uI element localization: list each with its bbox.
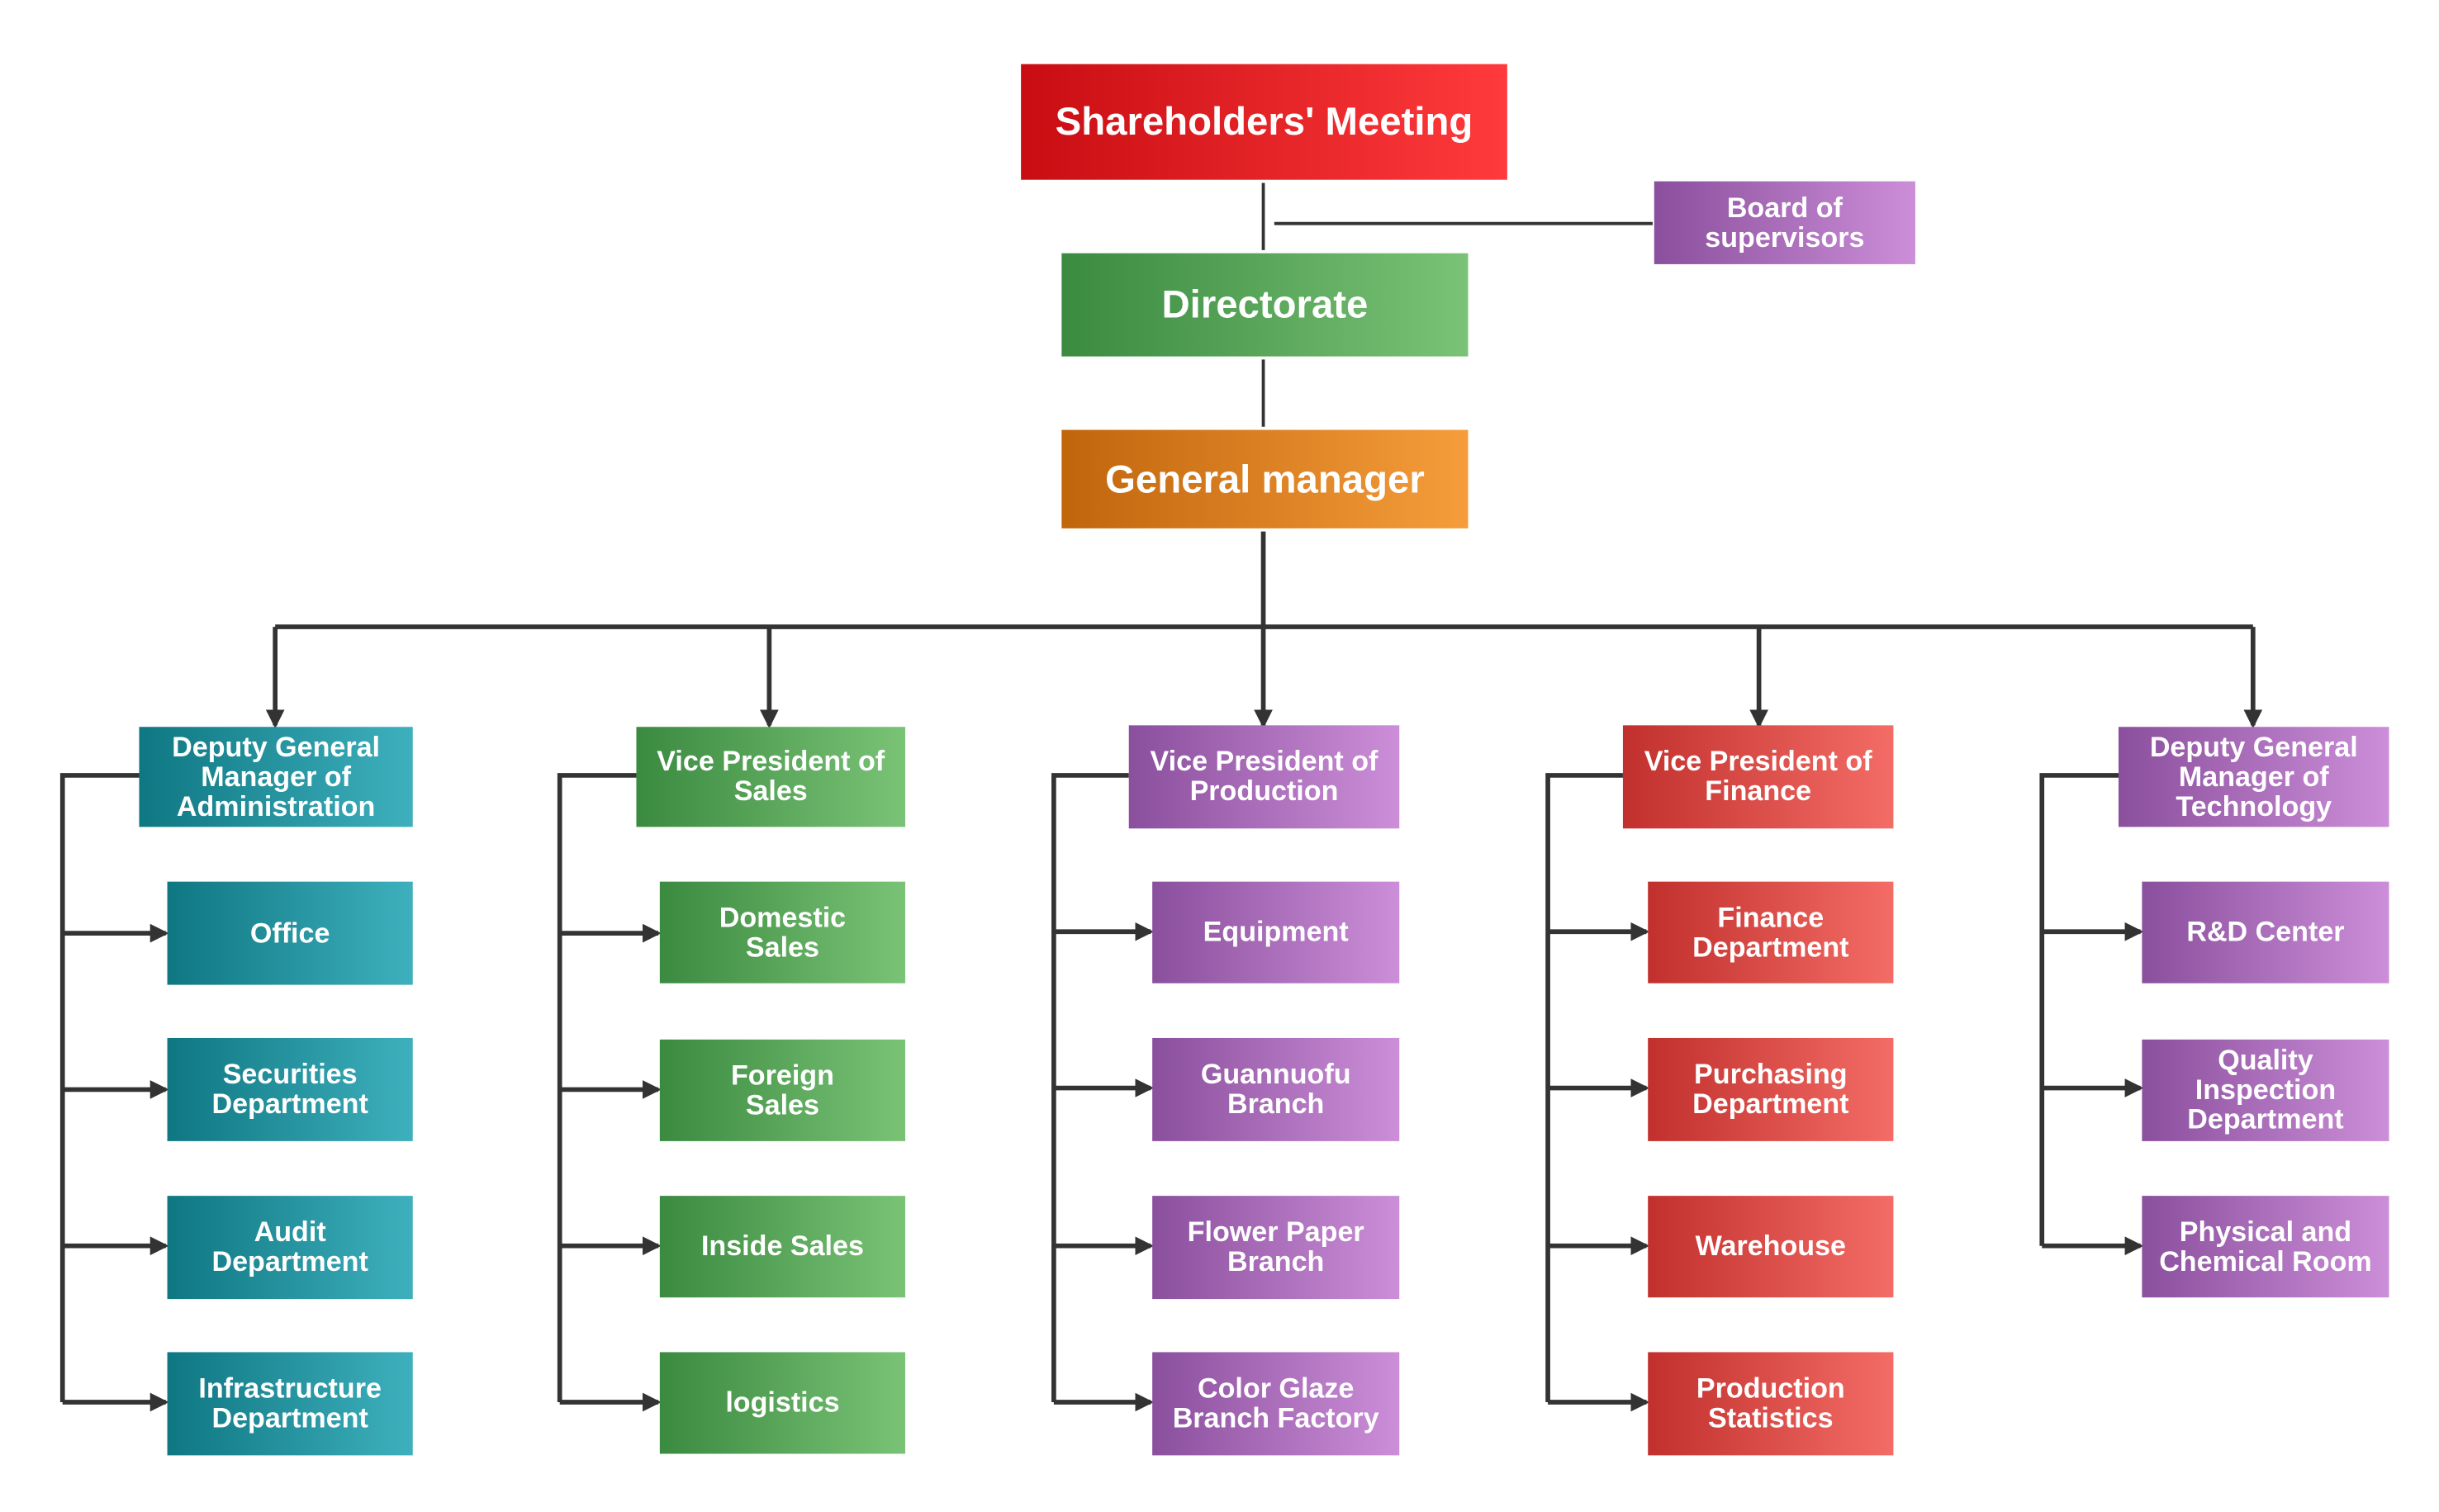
department-box: Flower Paper Branch (1152, 1196, 1400, 1300)
department-label: Audit Department (211, 1216, 368, 1277)
department-label: Infrastructure Department (198, 1372, 382, 1434)
department-label: Physical and Chemical Room (2159, 1215, 2372, 1277)
department-label: Flower Paper Branch (1187, 1216, 1364, 1277)
department-box: Production Statistics (1648, 1352, 1894, 1456)
connector-rail-2 (1051, 773, 1129, 1403)
department-box: Infrastructure Department (167, 1352, 413, 1456)
division-head-finance: Vice President of Finance (1622, 725, 1894, 829)
department-label: Production Statistics (1696, 1372, 1845, 1434)
connector-rail-4 (2039, 773, 2119, 1246)
board-of-supervisors-label: Board of supervisors (1705, 191, 1865, 253)
department-box: Equipment (1152, 881, 1400, 984)
division-head-administration: Deputy General Manager of Administration (139, 727, 413, 827)
department-label: Foreign Sales (730, 1059, 834, 1121)
division-head-label: Vice President of Production (1150, 745, 1378, 807)
department-box: logistics (659, 1352, 906, 1454)
department-box: Warehouse (1648, 1196, 1894, 1298)
board-of-supervisors-box: Board of supervisors (1654, 181, 1915, 264)
department-box: Audit Department (167, 1196, 413, 1300)
division-head-label: Deputy General Manager of Administration (172, 730, 381, 822)
connector-rail-0 (59, 773, 140, 1403)
department-box: Quality Inspection Department (2142, 1039, 2389, 1141)
division-head-technology: Deputy General Manager of Technology (2119, 727, 2389, 827)
department-box: Office (167, 881, 413, 985)
department-label: Color Glaze Branch Factory (1172, 1372, 1379, 1434)
department-box: Purchasing Department (1648, 1037, 1894, 1141)
division-head-label: Vice President of Sales (657, 745, 885, 807)
department-label: Quality Inspection Department (2187, 1044, 2344, 1135)
department-label: Purchasing Department (1692, 1058, 1849, 1120)
department-box: R&D Center (2142, 881, 2389, 984)
shareholders-meeting-box: Shareholders' Meeting (1021, 64, 1507, 180)
general-manager-label: General manager (1105, 457, 1425, 501)
department-box: Physical and Chemical Room (2142, 1196, 2389, 1298)
department-box: Foreign Sales (659, 1039, 906, 1141)
department-box: Color Glaze Branch Factory (1152, 1352, 1400, 1456)
connector-rail-1 (557, 773, 637, 1403)
division-head-label: Deputy General Manager of Technology (2149, 730, 2358, 822)
department-box: Inside Sales (659, 1196, 906, 1298)
department-box: Domestic Sales (659, 881, 906, 984)
shareholders-meeting-label: Shareholders' Meeting (1055, 100, 1473, 145)
department-box: Guannuofu Branch (1152, 1037, 1400, 1141)
department-label: Guannuofu Branch (1200, 1058, 1351, 1120)
department-box: Securities Department (167, 1037, 413, 1141)
department-box: Finance Department (1648, 881, 1894, 984)
connector-rail-3 (1545, 773, 1623, 1403)
division-head-label: Vice President of Finance (1644, 745, 1872, 807)
directorate-label: Directorate (1161, 282, 1369, 327)
department-label: R&D Center (2186, 916, 2345, 948)
department-label: Office (249, 917, 330, 949)
department-label: logistics (725, 1386, 840, 1418)
department-label: Finance Department (1692, 901, 1849, 963)
department-label: Domestic Sales (719, 901, 847, 963)
department-label: Equipment (1203, 916, 1349, 948)
division-head-production: Vice President of Production (1128, 725, 1400, 829)
general-manager-box: General manager (1061, 429, 1469, 528)
directorate-box: Directorate (1061, 253, 1469, 357)
department-label: Inside Sales (700, 1230, 864, 1262)
division-head-sales: Vice President of Sales (636, 727, 906, 827)
department-label: Warehouse (1695, 1230, 1847, 1262)
department-label: Securities Department (211, 1058, 368, 1120)
